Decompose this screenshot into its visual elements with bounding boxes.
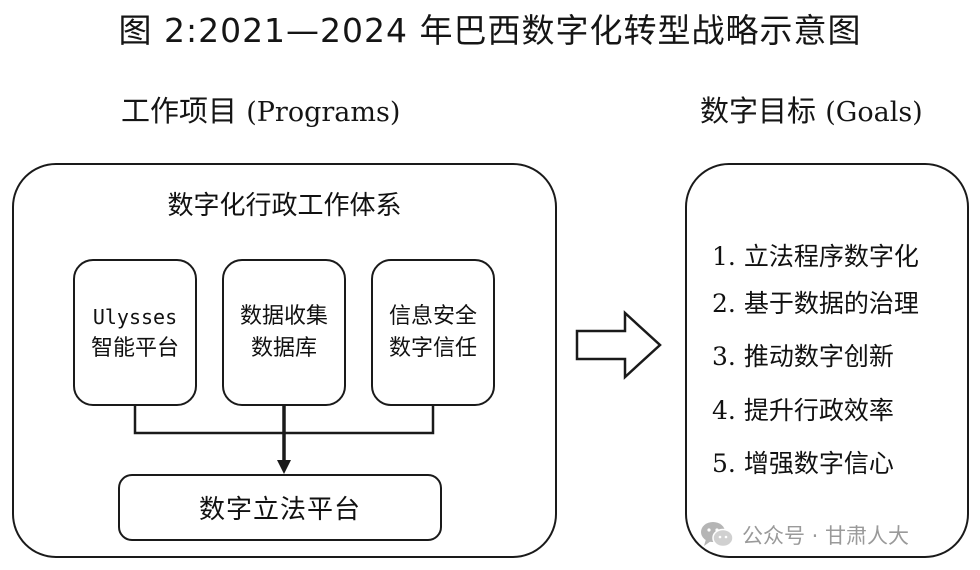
program-box-line: 智能平台: [90, 335, 179, 361]
right-arrow-icon: [575, 310, 662, 380]
goals-heading-zh: 数字目标: [700, 94, 817, 128]
goals-container: [685, 163, 969, 558]
program-box-line: 数字信任: [388, 335, 477, 361]
programs-heading-en: (Programs): [246, 97, 401, 128]
programs-heading: 工作项目 (Programs): [121, 88, 400, 130]
wechat-icon: [701, 522, 734, 548]
programs-container: [12, 163, 557, 558]
goals-heading-en: (Goals): [825, 97, 923, 128]
program-box-line: 数据库: [250, 335, 317, 361]
down-arrow-head: [277, 460, 291, 474]
goal-item-3: 3. 推动数字创新: [712, 337, 894, 373]
legislative-platform-label: 数字立法平台: [198, 495, 361, 525]
diagram-title: 图 2:2021—2024 年巴西数字化转型战略示意图: [118, 11, 862, 50]
goal-text: 提升行政效率: [743, 396, 894, 425]
goal-text: 推动数字创新: [743, 342, 894, 371]
program-box-line: 信息安全: [388, 303, 477, 329]
goal-text: 增强数字信心: [743, 449, 894, 478]
program-box-line: Ulysses: [92, 304, 178, 329]
goals-heading: 数字目标 (Goals): [700, 88, 923, 130]
goal-text: 基于数据的治理: [743, 289, 919, 318]
goal-number: 2.: [712, 289, 736, 318]
program-box-line: 数据收集: [239, 303, 328, 329]
watermark-text: 公众号 · 甘肃人大: [742, 524, 910, 548]
goal-item-4: 4. 提升行政效率: [712, 391, 894, 427]
program-box-security: 信息安全 数字信任: [371, 259, 495, 406]
goal-item-2: 2. 基于数据的治理: [712, 284, 919, 320]
program-box-ulysses: Ulysses 智能平台: [73, 259, 197, 406]
programs-heading-zh: 工作项目: [121, 94, 238, 128]
legislative-platform-box: 数字立法平台: [118, 474, 442, 541]
goal-number: 1.: [712, 242, 736, 271]
goal-number: 3.: [712, 342, 736, 371]
watermark: 公众号 · 甘肃人大: [700, 520, 909, 550]
goal-number: 4.: [712, 396, 736, 425]
program-box-database: 数据收集 数据库: [222, 259, 346, 406]
goal-number: 5.: [712, 449, 736, 478]
system-title: 数字化行政工作体系: [167, 191, 402, 221]
goal-item-5: 5. 增强数字信心: [712, 444, 894, 480]
goal-item-1: 1. 立法程序数字化: [712, 237, 919, 273]
goal-text: 立法程序数字化: [743, 242, 919, 271]
